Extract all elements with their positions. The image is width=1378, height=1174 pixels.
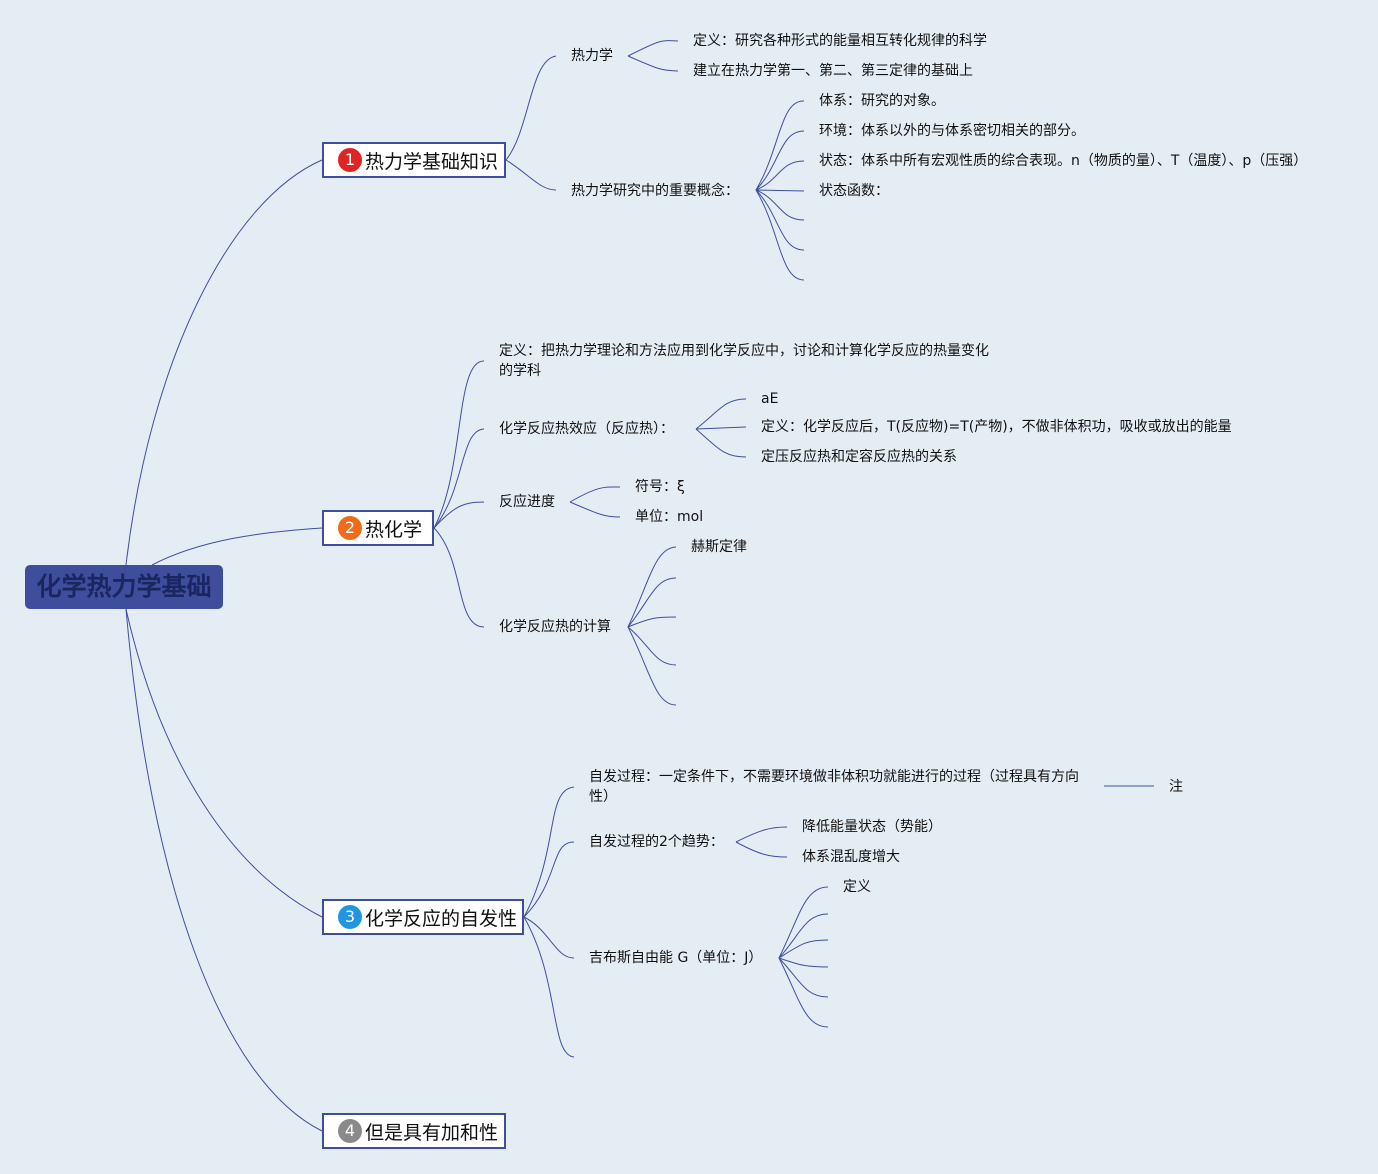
- link-heat-rel: [695, 428, 747, 458]
- link-thermo-basis: [627, 55, 679, 72]
- branch-label: 热化学: [365, 518, 423, 541]
- link-concepts-statefn: [755, 189, 805, 192]
- topic-heat-relation[interactable]: 定压反应热和定容反应热的关系: [761, 449, 957, 465]
- topic-note[interactable]: 注: [1169, 779, 1183, 795]
- link-b1-concepts: [505, 159, 557, 191]
- priority-1-icon: 1: [338, 148, 362, 172]
- link-b3-empty: [523, 916, 575, 1058]
- link-calc-e3: [627, 626, 677, 666]
- link-b2-progress: [433, 501, 485, 529]
- link-concepts-state: [755, 160, 805, 191]
- topic-two-trends[interactable]: 自发过程的2个趋势：: [589, 834, 724, 850]
- link-heat-def: [695, 426, 747, 430]
- link-b3-trends: [523, 841, 575, 918]
- topic-thermo-basis[interactable]: 建立在热力学第一、第二、第三定律的基础上: [693, 63, 973, 79]
- topic-spontaneous-process[interactable]: 自发过程：一定条件下，不需要环境做非体积功就能进行的过程（过程具有方向性）: [589, 769, 1079, 805]
- topic-state[interactable]: 状态：体系中所有宏观性质的综合表现。n（物质的量）、T（温度）、p（压强）: [819, 153, 1308, 169]
- topic-gibbs-definition[interactable]: 定义: [843, 879, 871, 895]
- link-root-b4: [125, 608, 323, 1132]
- link-b3-spont: [523, 786, 575, 918]
- topic-hess-law[interactable]: 赫斯定律: [691, 539, 747, 555]
- topic-ae[interactable]: aE: [761, 391, 779, 407]
- link-b2-heat: [433, 428, 485, 529]
- topic-unit[interactable]: 单位：mol: [635, 509, 704, 525]
- link-calc-e2: [627, 616, 677, 628]
- link-thermo-def: [627, 40, 679, 57]
- topic-heat-effect[interactable]: 化学反应热效应（反应热）：: [499, 421, 674, 437]
- link-gibbs-e2: [778, 939, 829, 959]
- priority-3-icon: 3: [338, 905, 362, 929]
- topic-key-concepts[interactable]: 热力学研究中的重要概念：: [571, 183, 739, 199]
- link-calc-e4: [627, 626, 677, 706]
- link-heat-ae: [695, 398, 747, 430]
- topic-reaction-progress[interactable]: 反应进度: [499, 494, 555, 510]
- topic-environment[interactable]: 环境：体系以外的与体系密切相关的部分。: [819, 123, 1085, 139]
- link-trends-lower: [735, 826, 788, 843]
- link-concepts-e3: [755, 189, 805, 281]
- link-progress-unit: [569, 501, 621, 518]
- link-gibbs-e3: [778, 957, 829, 968]
- link-concepts-e1: [755, 189, 805, 221]
- branch-label: 热力学基础知识: [365, 150, 499, 173]
- topic-heat-definition[interactable]: 定义：化学反应后，T(反应物)=T(产物)，不做非体积功，吸收或放出的能量: [761, 419, 1232, 435]
- topic-lower-energy[interactable]: 降低能量状态（势能）: [802, 819, 942, 835]
- branch-label: 但是具有加和性: [365, 1121, 499, 1144]
- branch-thermo-basics[interactable]: 1 热力学基础知识: [322, 142, 506, 178]
- branch-label: 化学反应的自发性: [365, 907, 518, 930]
- link-gibbs-def: [778, 886, 829, 959]
- topic-disorder[interactable]: 体系混乱度增大: [802, 849, 900, 865]
- link-root-b2: [151, 527, 323, 566]
- topic-thermochem-definition[interactable]: 定义：把热力学理论和方法应用到化学反应中，讨论和计算化学反应的热量变化的学科: [499, 343, 989, 379]
- link-root-b1: [125, 159, 323, 566]
- root-topic[interactable]: 化学热力学基础: [25, 565, 223, 609]
- link-root-b3: [125, 608, 323, 918]
- link-concepts-env: [755, 130, 805, 191]
- link-concepts-e2: [755, 189, 805, 251]
- priority-4-icon: 4: [338, 1119, 362, 1143]
- link-b2-calc: [433, 527, 485, 628]
- topic-gibbs[interactable]: 吉布斯自由能 G（单位：J）: [589, 950, 763, 966]
- priority-2-icon: 2: [338, 516, 362, 540]
- link-b1-thermo: [505, 55, 557, 161]
- link-concepts-system: [755, 100, 805, 191]
- link-gibbs-e5: [778, 957, 829, 1028]
- link-progress-symbol: [569, 486, 621, 503]
- topic-heat-calculation[interactable]: 化学反应热的计算: [499, 619, 611, 635]
- branch-thermochemistry[interactable]: 2 热化学: [322, 510, 434, 546]
- link-b2-def: [433, 360, 485, 529]
- link-gibbs-e1: [778, 913, 829, 959]
- topic-state-function[interactable]: 状态函数：: [819, 183, 889, 199]
- topic-system[interactable]: 体系：研究的对象。: [819, 93, 945, 109]
- root-topic-label: 化学热力学基础: [36, 572, 212, 601]
- link-calc-hess: [627, 546, 677, 628]
- branch-spontaneity[interactable]: 3 化学反应的自发性: [322, 899, 524, 935]
- link-trends-disorder: [735, 841, 788, 858]
- link-gibbs-e4: [778, 957, 829, 998]
- topic-thermodynamics[interactable]: 热力学: [571, 48, 613, 64]
- link-calc-e1: [627, 577, 677, 628]
- topic-symbol[interactable]: 符号：ξ: [635, 479, 685, 495]
- branch-additivity[interactable]: 4 但是具有加和性: [322, 1113, 506, 1149]
- link-b3-gibbs: [523, 916, 575, 959]
- topic-thermo-definition[interactable]: 定义：研究各种形式的能量相互转化规律的科学: [693, 33, 987, 49]
